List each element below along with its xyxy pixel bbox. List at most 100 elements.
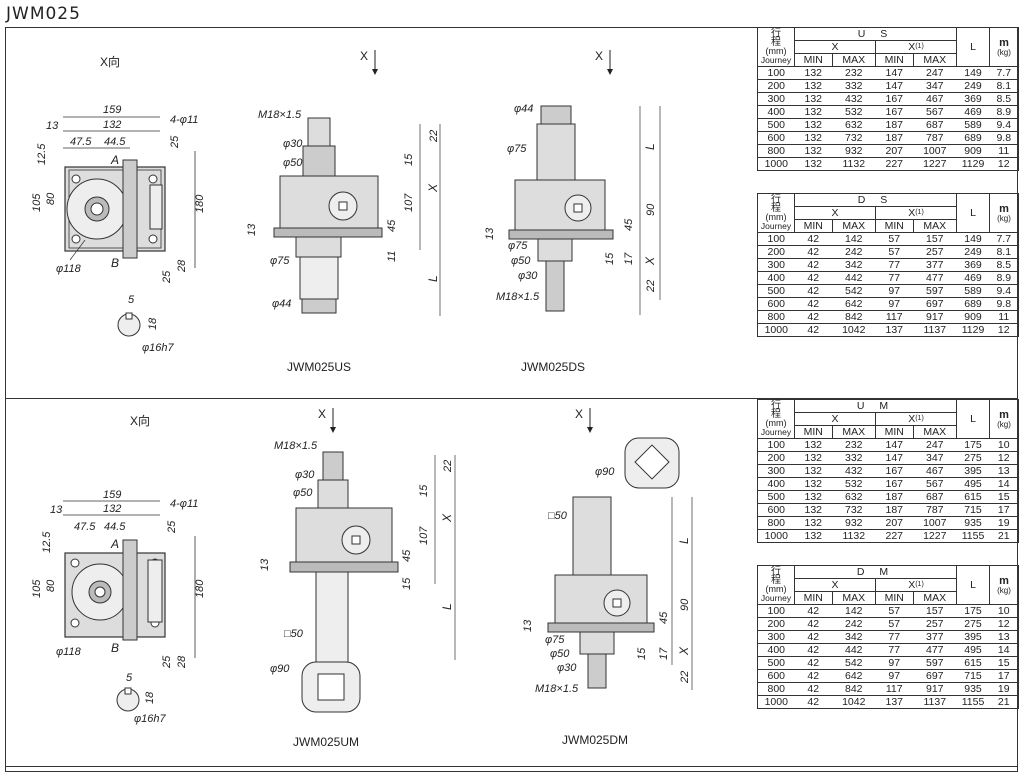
dim-47-5-b: 47.5	[74, 521, 96, 533]
dim-180-b: 180	[194, 579, 206, 598]
dim-105-b: 105	[31, 579, 43, 598]
table-cell: 532	[832, 477, 876, 491]
dim-13-b: 13	[50, 504, 63, 516]
table-cell: 149	[956, 66, 990, 80]
header-l: L	[956, 27, 990, 67]
table-cell: 227	[875, 529, 914, 543]
table-cell: 207	[875, 516, 914, 530]
table-cell: 8.1	[989, 79, 1019, 93]
table-cell: 11	[989, 144, 1019, 158]
table-cell: 732	[832, 503, 876, 517]
table-cell: 1042	[832, 695, 876, 709]
table-cell: 132	[794, 438, 833, 452]
x-arrow-label-dm: X	[575, 407, 583, 421]
dim-132: 132	[103, 119, 121, 131]
table-cell: 432	[832, 464, 876, 478]
table-cell: 1042	[832, 323, 876, 337]
dim-80-b: 80	[45, 579, 57, 592]
table-cell: 689	[956, 131, 990, 145]
table-cell: 132	[794, 451, 833, 465]
dim-159: 159	[103, 104, 121, 116]
table-cell: 187	[875, 503, 914, 517]
table-cell: 495	[956, 643, 990, 657]
table-cell: 400	[757, 477, 795, 491]
table-cell: 42	[794, 604, 833, 618]
table-cell: 11	[989, 310, 1019, 324]
table-cell: 42	[794, 310, 833, 324]
table-cell: 147	[875, 451, 914, 465]
drawing-ds: X φ44 φ75 φ75 φ50 φ30 M18×1.5 13 L 90 45…	[484, 49, 661, 374]
dim-key-18-b: 18	[144, 691, 156, 704]
table-cell: 12	[989, 157, 1019, 171]
table-cell: 600	[757, 131, 795, 145]
table-cell: 17	[989, 503, 1019, 517]
header-min: MIN	[874, 53, 914, 67]
header-x1: X(1)	[874, 206, 958, 220]
table-cell: 200	[757, 245, 795, 259]
table-cell: 935	[956, 682, 990, 696]
header-max: MAX	[912, 425, 958, 439]
header-max: MAX	[831, 425, 876, 439]
table-cell: 1129	[956, 157, 990, 171]
dim-13-us: 13	[246, 223, 258, 236]
table-cell: 347	[913, 451, 957, 465]
table-cell: 42	[794, 284, 833, 298]
dim-phi50-dm: φ50	[550, 648, 570, 660]
table-cell: 207	[875, 144, 914, 158]
dim-45-um: 45	[401, 549, 413, 562]
table-cell: 200	[757, 79, 795, 93]
table-cell: 132	[794, 529, 833, 543]
table-cell: 589	[956, 118, 990, 132]
dim-80: 80	[45, 192, 57, 205]
table-cell: 137	[875, 695, 914, 709]
dim-shaft-16h7-b: φ16h7	[134, 713, 167, 725]
table-cell: 42	[794, 656, 833, 670]
dim-phi75-us: φ75	[270, 255, 290, 267]
table-cell: 477	[913, 271, 957, 285]
table-cell: 369	[956, 92, 990, 106]
table-cell: 249	[956, 245, 990, 259]
dim-44-5-b: 44.5	[104, 521, 126, 533]
table-cell: 442	[832, 271, 876, 285]
table-cell: 1007	[913, 144, 957, 158]
table-cell: 687	[913, 490, 957, 504]
x-arrow-label-us: X	[360, 49, 368, 63]
table-cell: 300	[757, 630, 795, 644]
dim-holes: 4-φ11	[170, 114, 198, 126]
table-cell: 200	[757, 451, 795, 465]
table-cell: 432	[832, 92, 876, 106]
dim-25-top-b: 25	[166, 520, 178, 534]
table-cell: 495	[956, 477, 990, 491]
table-cell: 275	[956, 617, 990, 631]
header-max: MAX	[912, 53, 958, 67]
table-cell: 909	[956, 144, 990, 158]
header-x: X	[794, 206, 876, 220]
table-cell: 132	[794, 477, 833, 491]
table-cell: 132	[794, 92, 833, 106]
dim-sq50-um: □50	[284, 628, 304, 640]
dim-m18-ds: M18×1.5	[496, 291, 540, 303]
dim-phi44-ds: φ44	[514, 103, 533, 115]
table-cell: 300	[757, 92, 795, 106]
table-cell: 1000	[757, 529, 795, 543]
header-group: D S	[794, 193, 957, 207]
dim-45-dm: 45	[658, 611, 670, 624]
dim-phi50-ds: φ50	[511, 255, 531, 267]
table-cell: 917	[913, 310, 957, 324]
drawing-um: X M18×1.5 φ30 φ50 □50 13 22 15 X 107 45 …	[259, 407, 456, 749]
table-cell: 532	[832, 105, 876, 119]
table-cell: 13	[989, 464, 1019, 478]
dim-90-dm: 90	[679, 598, 691, 611]
table-cell: 369	[956, 258, 990, 272]
header-journey: 行程(mm)Journey	[757, 193, 795, 233]
dim-28-b: 28	[176, 655, 188, 669]
